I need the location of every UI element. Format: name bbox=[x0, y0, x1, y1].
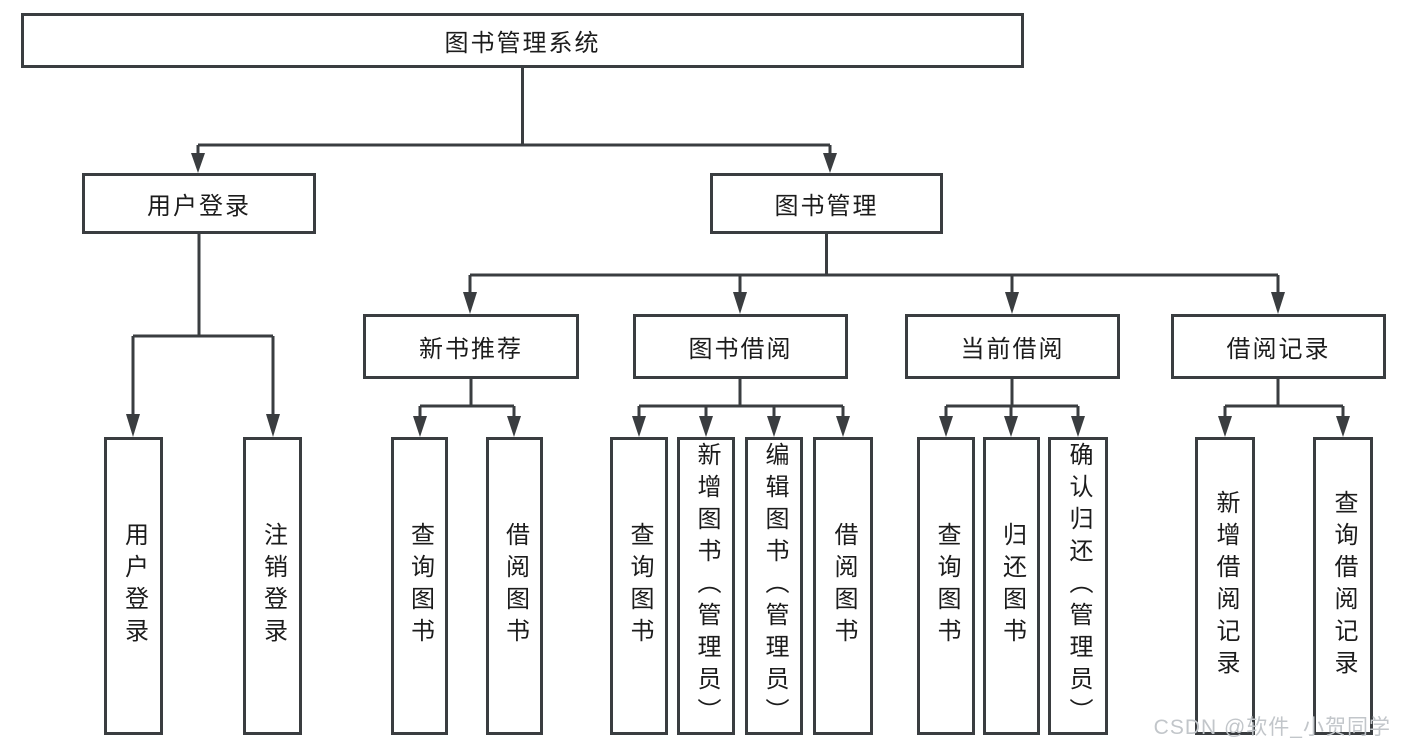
leaf-newbook-borrow-books-label: 借阅图书 bbox=[501, 522, 529, 650]
leaf-borrow-add-books-admin: 新增图书（管理员） bbox=[677, 437, 735, 735]
node-user-login-label: 用户登录 bbox=[147, 193, 251, 220]
leaf-newbook-query-books-label: 查询图书 bbox=[406, 522, 434, 650]
leaf-user-login: 用户登录 bbox=[104, 437, 163, 735]
leaf-borrow-borrow-books: 借阅图书 bbox=[813, 437, 873, 735]
leaf-borrow-borrow-books-label: 借阅图书 bbox=[830, 522, 857, 650]
leaf-borrow-edit-books-admin: 编辑图书（管理员） bbox=[745, 437, 803, 735]
node-borrowing-records-label: 借阅记录 bbox=[1226, 336, 1331, 363]
leaf-logout: 注销登录 bbox=[243, 437, 302, 735]
leaf-newbook-borrow-books: 借阅图书 bbox=[486, 437, 543, 735]
node-book-borrowing: 图书借阅 bbox=[633, 314, 848, 379]
leaf-logout-label: 注销登录 bbox=[259, 522, 287, 650]
leaf-borrow-query-books: 查询图书 bbox=[610, 437, 668, 735]
node-current-borrowing: 当前借阅 bbox=[905, 314, 1120, 379]
leaf-current-return-books-label: 归还图书 bbox=[998, 522, 1026, 650]
leaf-records-add-record: 新增借阅记录 bbox=[1195, 437, 1255, 735]
node-book-management-label: 图书管理 bbox=[774, 193, 879, 220]
leaf-records-query-record-label: 查询借阅记录 bbox=[1330, 490, 1357, 682]
node-book-borrowing-label: 图书借阅 bbox=[688, 336, 793, 363]
leaf-newbook-query-books: 查询图书 bbox=[391, 437, 448, 735]
node-current-borrowing-label: 当前借阅 bbox=[960, 336, 1065, 363]
leaf-records-add-record-label: 新增借阅记录 bbox=[1212, 490, 1239, 682]
leaf-borrow-query-books-label: 查询图书 bbox=[626, 522, 653, 650]
node-root-label: 图书管理系统 bbox=[444, 30, 601, 57]
leaf-current-return-books: 归还图书 bbox=[983, 437, 1040, 735]
node-book-management: 图书管理 bbox=[710, 173, 943, 234]
node-user-login: 用户登录 bbox=[82, 173, 316, 234]
leaf-borrow-add-books-admin-label: 新增图书（管理员） bbox=[693, 442, 720, 730]
node-borrowing-records: 借阅记录 bbox=[1171, 314, 1386, 379]
leaf-current-query-books: 查询图书 bbox=[917, 437, 975, 735]
leaf-current-confirm-return-admin: 确认归还（管理员） bbox=[1048, 437, 1108, 735]
leaf-user-login-label: 用户登录 bbox=[120, 522, 148, 650]
leaf-borrow-edit-books-admin-label: 编辑图书（管理员） bbox=[761, 442, 788, 730]
leaf-records-query-record: 查询借阅记录 bbox=[1313, 437, 1373, 735]
node-new-book-recommend-label: 新书推荐 bbox=[419, 336, 523, 363]
node-root: 图书管理系统 bbox=[21, 13, 1024, 68]
leaf-current-query-books-label: 查询图书 bbox=[933, 522, 960, 650]
leaf-current-confirm-return-admin-label: 确认归还（管理员） bbox=[1065, 442, 1092, 730]
watermark: CSDN @软件_小贺同学 bbox=[1153, 716, 1391, 739]
node-new-book-recommend: 新书推荐 bbox=[363, 314, 579, 379]
